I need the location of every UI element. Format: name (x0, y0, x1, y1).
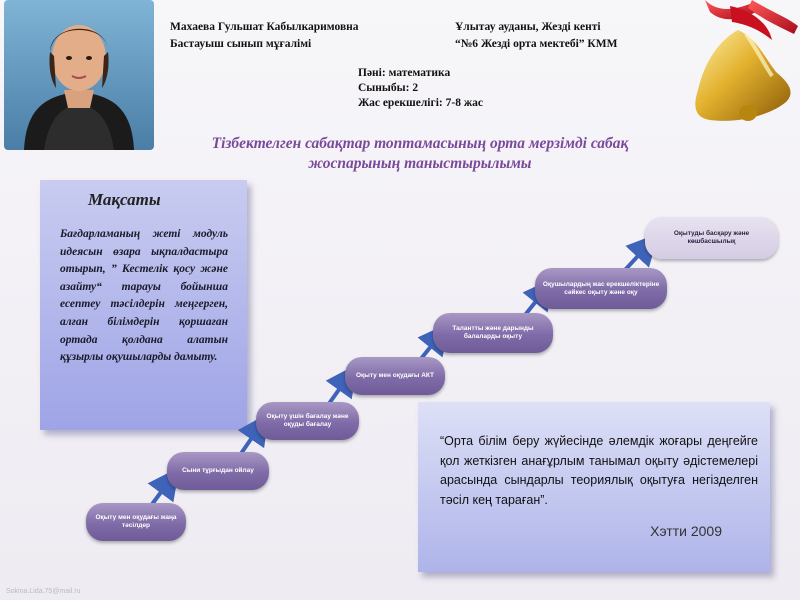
step-arrow-1 (147, 467, 180, 509)
goal-text: Бағдарламаның жеті модуль идеясын өзара … (60, 228, 228, 364)
lesson-grade: Сыныбы: 2 (358, 82, 419, 94)
quote-box: “Орта білім беру жүйесінде әлемдік жоғар… (418, 402, 770, 572)
step-arrow-2 (237, 412, 270, 457)
lesson-age: Жас ерекшелігі: 7-8 жас (358, 97, 484, 109)
step-critical-thinking: Сыни тұрғыдан ойлау (167, 452, 269, 490)
step-ict: Оқыту мен оқудағы АКТ (345, 357, 445, 395)
goal-heading: Мақсаты (88, 190, 161, 209)
step-label: Оқыту мен оқудағы АКТ (355, 372, 435, 379)
quote-author: Хэтти 2009 (650, 523, 722, 539)
author-name: Махаева Гульшат Кабылкаримовна (170, 21, 359, 33)
step-arrow-6 (623, 233, 659, 272)
watermark: Sokina.Lida.75@mail.ru (6, 588, 81, 595)
step-gifted-children: Талантты және дарынды балаларды оқыту (433, 313, 553, 353)
step-label: Оқыту үшін бағалау және оқуды бағалау (266, 413, 349, 428)
slide-title-line2: жоспарының таныстырылымы (308, 155, 532, 172)
step-label: Сыни тұрғыдан ойлау (182, 467, 254, 474)
step-label: Оқытуды басқару және көшбасшылық (673, 230, 750, 245)
step-label: Оқушылардың жас ерекшеліктеріне сәйкес о… (542, 280, 660, 296)
lesson-subject: Пәні: математика (358, 67, 451, 79)
quote-text: “Орта білім беру жүйесінде әлемдік жоғар… (440, 434, 758, 507)
author-photo (4, 0, 154, 150)
school-district: Ұлытау ауданы, Жезді кенті (455, 21, 601, 33)
step-arrow-3 (325, 363, 358, 407)
step-new-approaches: Оқыту мен оқудағы жаңа тәсілдер (86, 503, 186, 541)
goal-box: Мақсаты Бағдарламаның жеті модуль идеясы… (40, 180, 247, 430)
school-bell-illustration (660, 0, 800, 140)
step-label: Талантты және дарынды балаларды оқыту (452, 325, 534, 340)
step-age-features: Оқушылардың жас ерекшеліктеріне сәйкес о… (535, 268, 667, 309)
author-position: Бастауыш сынып мұғалімі (170, 38, 312, 50)
step-label: Оқыту мен оқудағы жаңа тәсілдер (95, 514, 177, 529)
step-leadership: Оқытуды басқару және көшбасшылық (645, 217, 778, 259)
slide-title-line1: Тізбектелген сабақтар топтамасының орта … (211, 135, 629, 152)
school-name: “№6 Жезді орта мектебі” КММ (455, 38, 618, 50)
slide-title: Тізбектелген сабақтар топтамасының орта … (160, 134, 680, 174)
step-assessment: Оқыту үшін бағалау және оқуды бағалау (256, 402, 359, 440)
